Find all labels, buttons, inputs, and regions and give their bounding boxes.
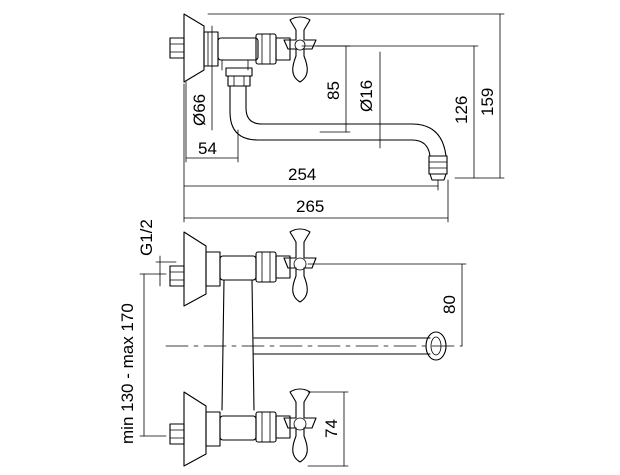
lower-valve-body — [219, 411, 291, 443]
spout-pipe — [229, 85, 447, 157]
upper-cross-handle[interactable] — [283, 228, 317, 303]
upper-connection — [169, 231, 221, 307]
label-handle-to-spout: 80 — [440, 295, 459, 314]
aerator — [428, 155, 448, 181]
label-spout-reach: 254 — [288, 165, 316, 184]
connecting-body — [221, 279, 255, 411]
label-spout-height: 85 — [324, 81, 343, 100]
label-diameter-spout: Ø16 — [357, 80, 376, 112]
lower-connection — [169, 391, 221, 467]
label-overall-reach: 265 — [296, 197, 324, 216]
lower-cross-handle[interactable] — [283, 388, 317, 463]
label-outlet-height: 126 — [452, 96, 471, 124]
dimension-lines-front — [139, 255, 467, 467]
label-center-distance: min 130 - max 170 — [118, 303, 137, 444]
spout-front — [165, 331, 463, 361]
label-overall-height: 159 — [478, 88, 497, 116]
front-view: G1/2 min 130 - max 170 80 74 — [118, 219, 467, 467]
upper-valve-body — [219, 251, 291, 283]
spout-nut — [225, 67, 253, 87]
side-view: Ø66 54 85 Ø16 126 159 254 265 — [169, 13, 505, 223]
cross-handle-side[interactable] — [283, 16, 317, 83]
label-wall-offset: 54 — [198, 139, 217, 158]
valve-body-side — [217, 33, 291, 71]
label-thread: G1/2 — [137, 219, 156, 256]
label-handle-height: 74 — [322, 419, 341, 438]
label-diameter-body: Ø66 — [190, 94, 209, 126]
dimension-lines-side — [183, 13, 505, 223]
wall-connection — [169, 13, 219, 83]
